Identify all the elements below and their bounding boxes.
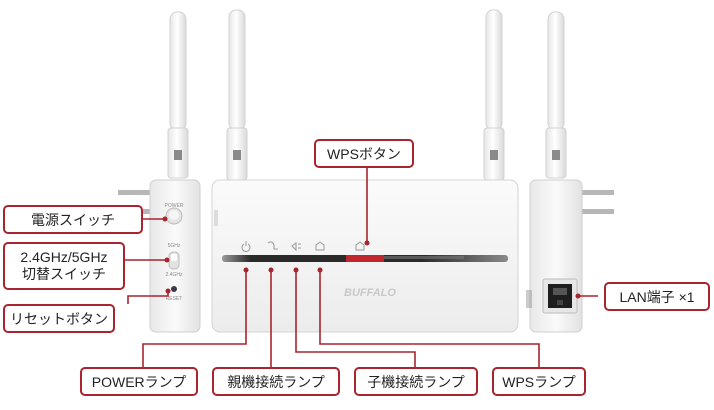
callout-parent-lamp: 親機接続ランプ [212,367,340,396]
leader-dot [268,267,274,273]
stripe-highlight [384,256,464,259]
leader-dot [164,257,170,263]
leader-dot [293,267,299,273]
brand-logo: BUFFALO [344,287,396,299]
band-label-5ghz: 5GHz [168,243,181,249]
callout-lan-port: LAN端子 ×1 [604,282,710,311]
front-antenna-left [226,9,248,181]
front-side-notch [214,210,218,226]
front-antenna-right [483,9,505,181]
leader-wps-lamp [319,270,540,367]
callout-power-switch-text: 電源スイッチ [31,212,115,228]
leader-dots [162,216,581,299]
left-side-view: POWER 5GHz 2.4GHz RESET [118,11,201,333]
left-plug-prong [118,190,154,195]
reset-label: RESET [166,296,183,302]
parent-connection-icon [267,241,278,250]
reset-button[interactable] [171,286,177,292]
callout-band-switch: 2.4GHz/5GHz 切替スイッチ [3,242,125,290]
callout-wps-button: WPSボタン [314,139,414,168]
leader-dot [575,293,581,299]
wps-button-icon [355,241,365,251]
left-side-antenna [167,11,189,179]
leader-lines [125,168,598,367]
wps-button[interactable] [346,255,384,262]
leader-dot [364,240,370,246]
right-plug-prong [578,209,614,214]
callout-wps-lamp: WPSランプ [492,367,586,396]
power-icon [241,241,251,252]
callout-power-switch: 電源スイッチ [3,205,143,234]
right-side-view [526,11,614,333]
leader-child-lamp [295,270,416,367]
wps-icon [315,241,325,251]
right-plug-prong [578,190,614,195]
right-side-edge [526,290,532,308]
lan-port-icon[interactable] [542,278,578,314]
band-label-24ghz: 2.4GHz [166,272,183,278]
leader-dot [162,216,168,222]
right-side-antenna [545,11,567,179]
callout-parent-lamp-text: 親機接続ランプ [227,374,325,390]
callout-wps-lamp-text: WPSランプ [502,374,576,390]
callout-band-switch-line2: 切替スイッチ [22,266,106,282]
callout-lan-port-text: LAN端子 ×1 [619,289,695,305]
child-connection-icon [291,242,301,252]
leader-dot [165,288,171,294]
callout-child-lamp: 子機接続ランプ [354,367,478,396]
leader-dot [317,267,323,273]
callout-power-lamp: POWERランプ [80,367,198,396]
callout-wps-button-text: WPSボタン [327,146,401,162]
power-switch-cap [169,210,179,220]
callout-power-lamp-text: POWERランプ [91,374,187,390]
front-view: BUFFALO [211,9,519,333]
band-switch-knob [171,254,177,261]
power-switch-label: POWER [165,203,184,209]
callout-child-lamp-text: 子機接続ランプ [367,374,465,390]
callout-reset-button-text: リセットボタン [10,311,108,327]
leader-power-lamp [142,270,247,367]
callout-reset-button: リセットボタン [3,304,115,333]
leader-dot [243,267,249,273]
callout-band-switch-line1: 2.4GHz/5GHz [20,249,108,265]
